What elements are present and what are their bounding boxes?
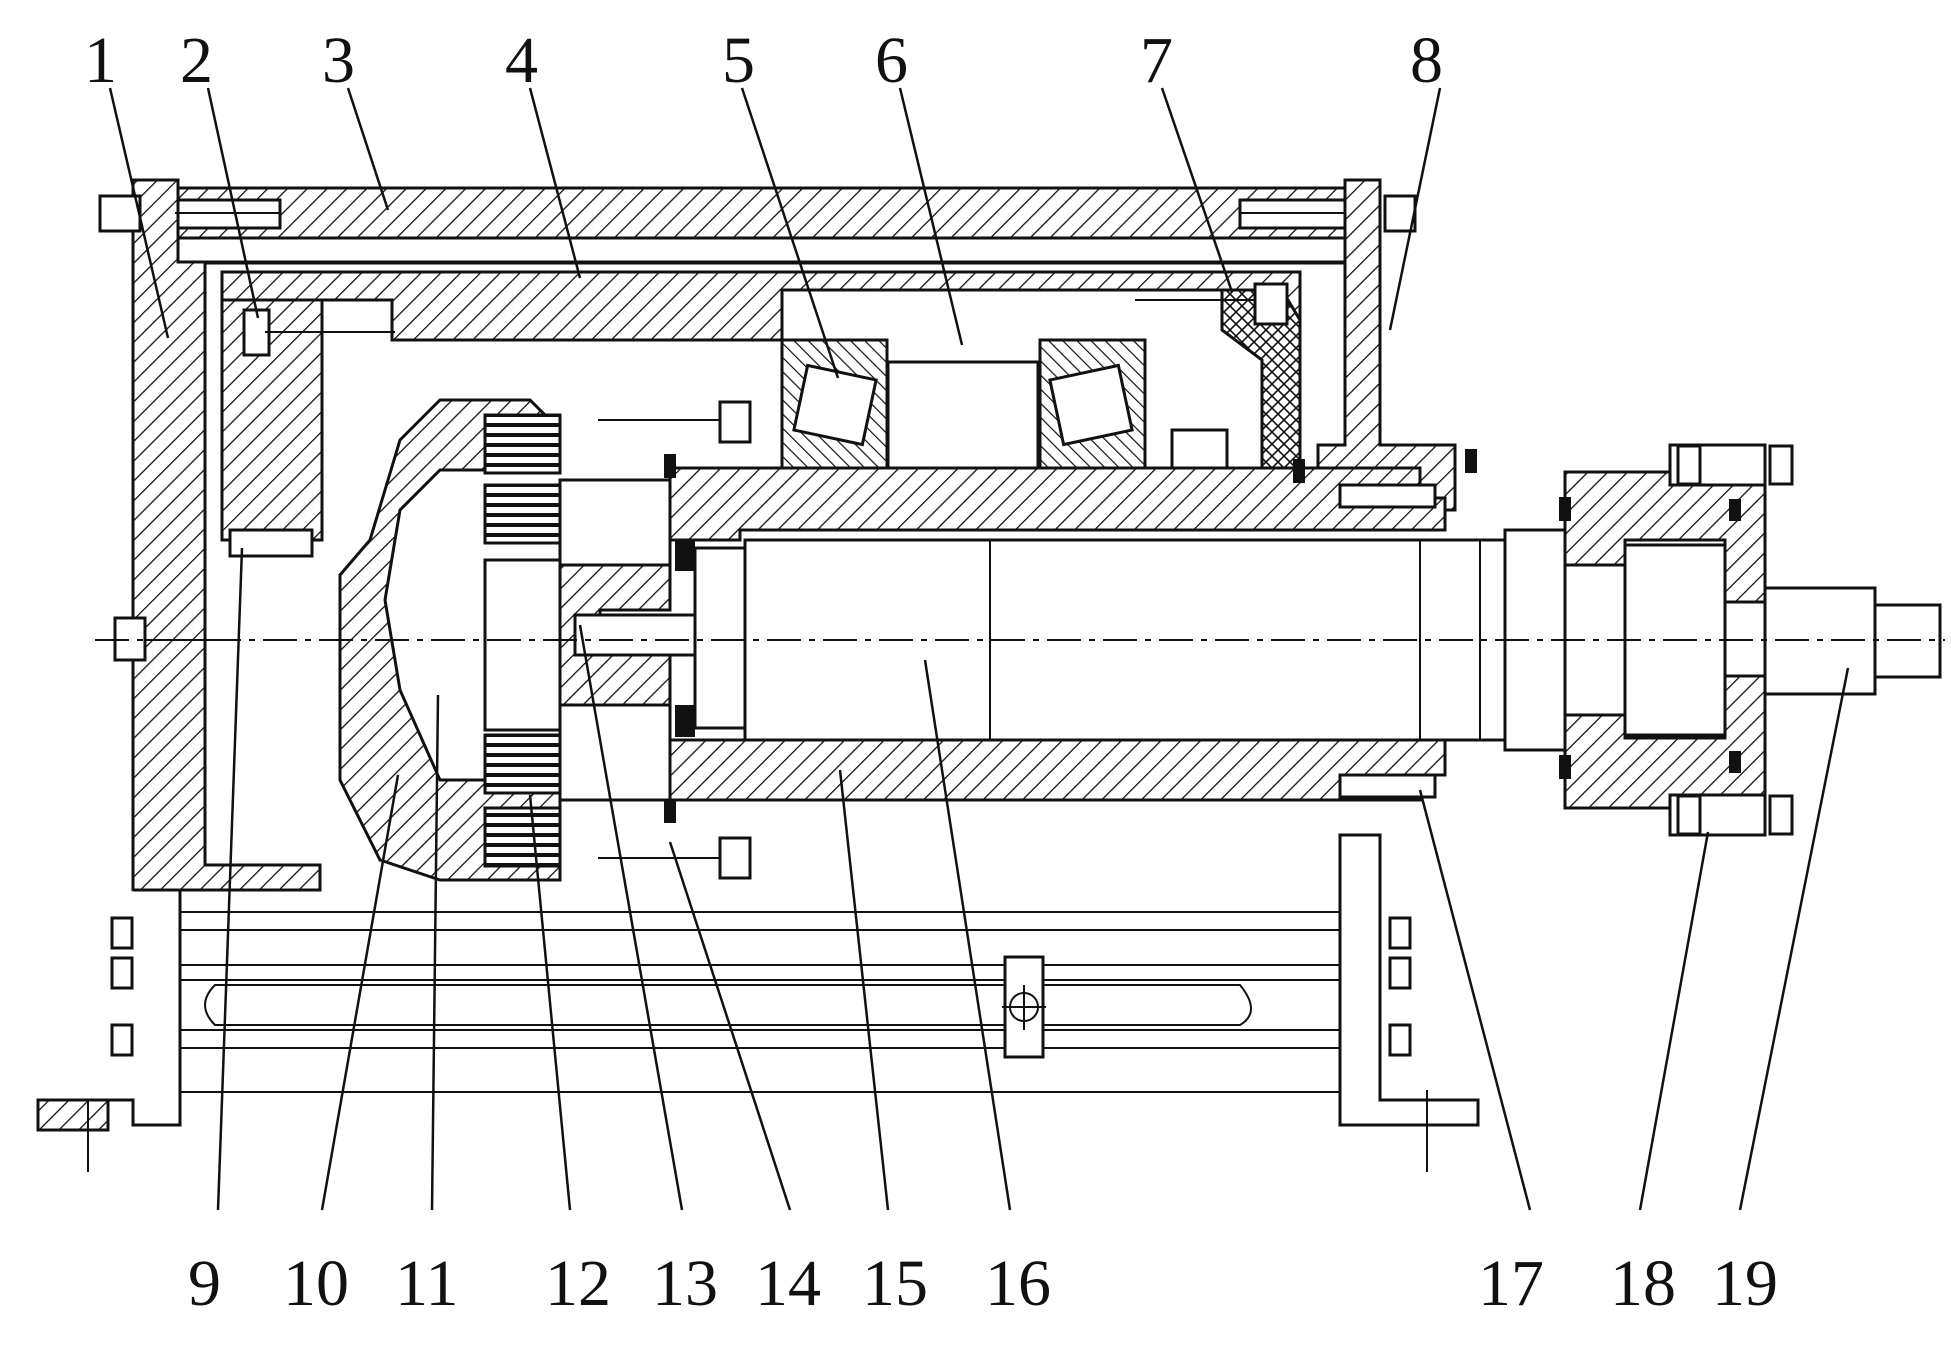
callout-6: 6	[875, 24, 908, 97]
leader-11	[430, 694, 440, 1211]
cup-housing	[338, 398, 562, 882]
bearing-assembly-right	[1038, 338, 1147, 472]
seals	[664, 449, 1741, 823]
callout-13: 13	[652, 1247, 718, 1320]
outer-cover	[138, 186, 1382, 265]
leader-4	[528, 87, 582, 279]
callout-19: 19	[1712, 1247, 1778, 1320]
callout-4: 4	[505, 24, 538, 97]
callout-12: 12	[545, 1247, 611, 1320]
leader-12	[528, 794, 572, 1211]
callout-16: 16	[985, 1247, 1051, 1320]
leader-14	[668, 841, 792, 1211]
leader-1	[108, 87, 170, 339]
hollow-shaft	[668, 466, 1447, 802]
leader-19	[1738, 667, 1850, 1211]
bearing-assembly-left	[780, 338, 889, 472]
leader-18	[1638, 831, 1710, 1211]
leader-6	[898, 87, 964, 346]
callout-5: 5	[722, 24, 755, 97]
leader-3	[346, 87, 390, 211]
bolts	[98, 194, 1794, 880]
leader-10	[320, 774, 400, 1211]
callout-15: 15	[862, 1247, 928, 1320]
callout-labels: 1 2 3 4 5 6 7 8 9 10 11 12 13 14 15 16 1…	[84, 24, 1778, 1320]
leader-17	[1418, 789, 1532, 1211]
callout-17: 17	[1478, 1247, 1544, 1320]
leader-13	[578, 624, 684, 1211]
right-end-plate	[1316, 178, 1457, 512]
leader-5	[740, 87, 840, 379]
callout-18: 18	[1610, 1247, 1676, 1320]
left-end-plate	[131, 178, 322, 892]
callout-2: 2	[180, 24, 213, 97]
callout-14: 14	[755, 1247, 821, 1320]
leader-2	[206, 87, 260, 319]
leader-lines	[108, 87, 1850, 1211]
inner-housing	[220, 270, 1302, 558]
leader-16	[923, 659, 1012, 1211]
callout-3: 3	[322, 24, 355, 97]
callout-7: 7	[1140, 24, 1173, 97]
leader-8	[1388, 87, 1442, 331]
bearing-spacer	[886, 360, 1040, 472]
leader-15	[838, 769, 890, 1211]
coil-stack	[483, 413, 562, 868]
base-frame	[36, 833, 1480, 1172]
callout-9: 9	[188, 1247, 221, 1320]
callout-8: 8	[1410, 24, 1443, 97]
callout-1: 1	[84, 24, 117, 97]
callout-10: 10	[283, 1247, 349, 1320]
leader-7	[1160, 87, 1234, 293]
callout-11: 11	[395, 1247, 459, 1320]
leader-9	[216, 547, 244, 1211]
